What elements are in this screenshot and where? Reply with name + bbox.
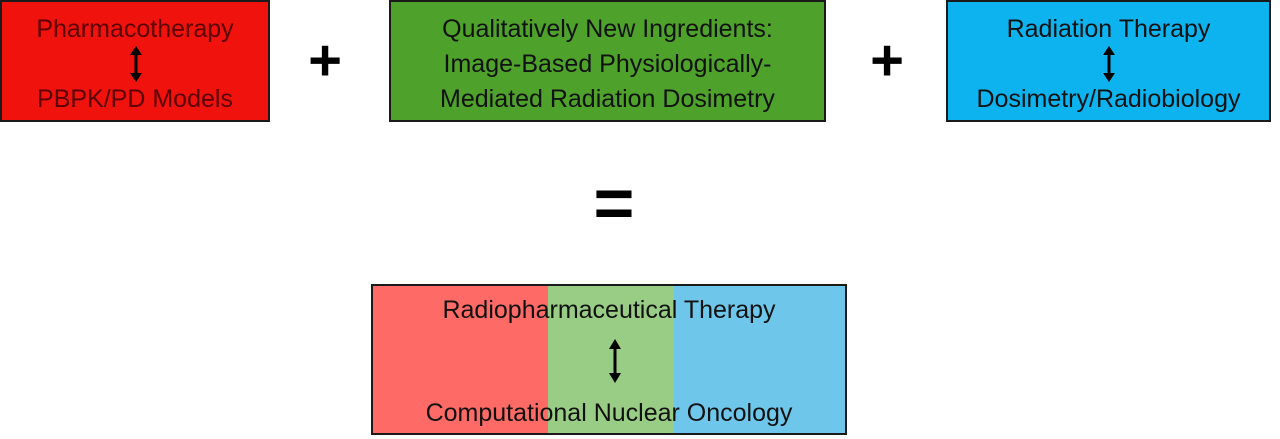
pharmacotherapy-label: Pharmacotherapy <box>36 15 234 43</box>
plus-sign: + <box>308 28 342 93</box>
red-band <box>373 286 548 433</box>
ingredients-line-2: Image-Based Physiologically- <box>443 50 772 78</box>
double-arrow-icon <box>130 46 142 82</box>
radiopharmaceutical-therapy-box: Radiopharmaceutical Therapy Computationa… <box>371 284 847 435</box>
dosimetry-radiobiology-label: Dosimetry/Radiobiology <box>976 85 1241 113</box>
radiopharmaceutical-therapy-label: Radiopharmaceutical Therapy <box>442 296 776 324</box>
plus-sign: + <box>870 28 904 93</box>
double-arrow-icon <box>609 339 621 383</box>
green-band <box>548 286 674 433</box>
equals-sign: = <box>593 164 635 242</box>
pharmacotherapy-box: Pharmacotherapy PBPK/PD Models <box>0 0 270 122</box>
computational-nuclear-oncology-label: Computational Nuclear Oncology <box>425 399 793 427</box>
radiation-therapy-label: Radiation Therapy <box>1006 15 1211 43</box>
ingredients-line-3: Mediated Radiation Dosimetry <box>440 85 775 113</box>
pbpk-pd-models-label: PBPK/PD Models <box>37 85 233 113</box>
radiation-therapy-box: Radiation Therapy Dosimetry/Radiobiology <box>946 0 1271 122</box>
blue-band <box>674 286 845 433</box>
double-arrow-icon <box>1103 46 1115 82</box>
ingredients-line-1: Qualitatively New Ingredients: <box>442 15 773 43</box>
new-ingredients-box: Qualitatively New Ingredients: Image-Bas… <box>389 0 826 122</box>
